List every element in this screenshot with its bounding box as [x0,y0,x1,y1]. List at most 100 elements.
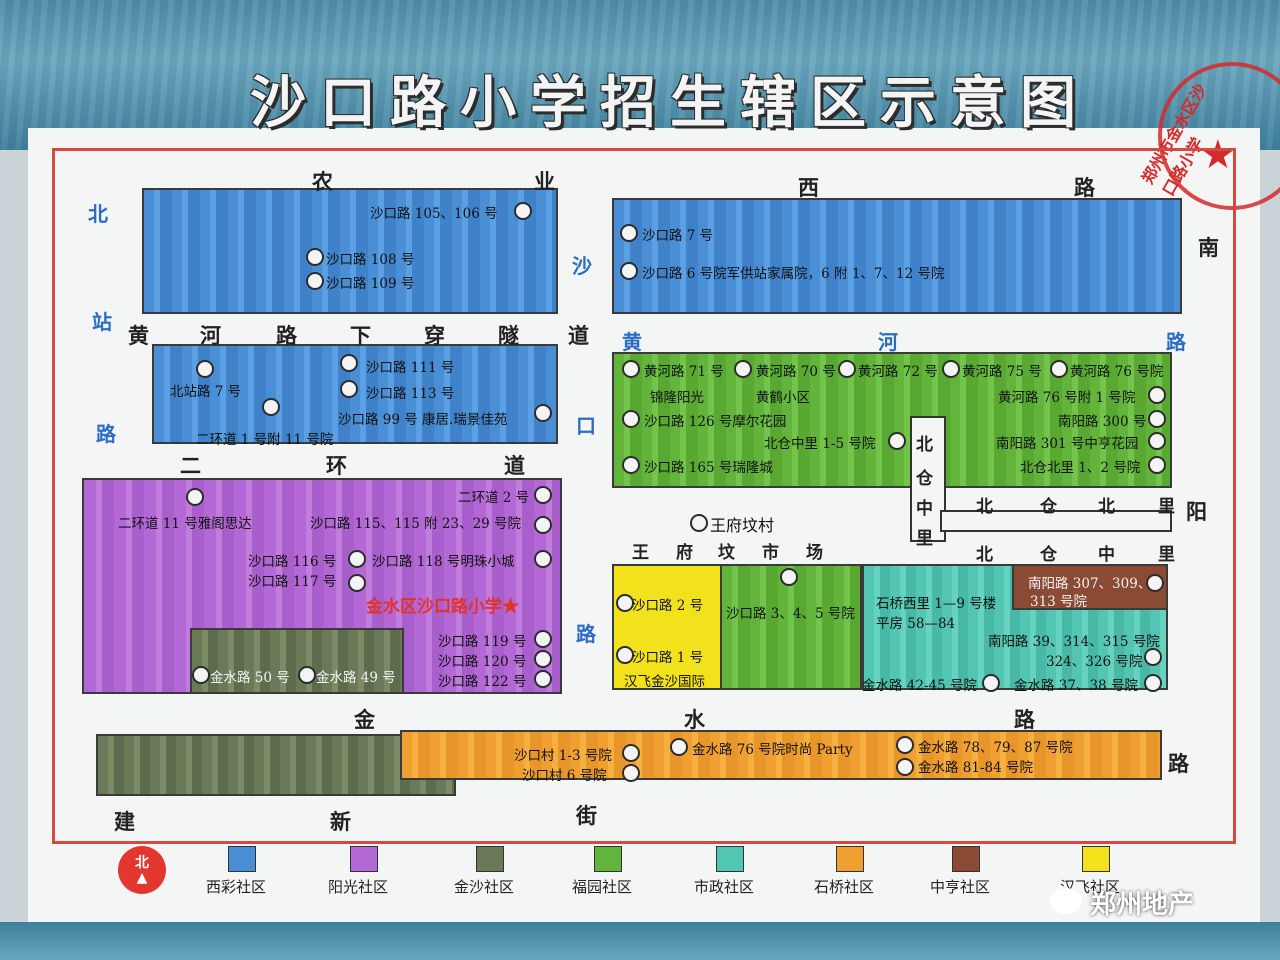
marker-dot[interactable] [982,674,1000,692]
label-skc13: 沙口村 1-3 号院 [514,748,612,764]
marker-dot[interactable] [534,486,552,504]
block-xicai-north[interactable] [142,188,558,314]
road-beicang-bl-4: 里 [1158,497,1175,517]
marker-dot[interactable] [616,646,634,664]
label-s122: 沙口路 122 号 [438,674,527,690]
legend-label: 西彩社区 [206,878,267,896]
marker-dot[interactable] [620,262,638,280]
label-s109: 沙口路 109 号 [326,276,415,292]
marker-dot[interactable] [942,360,960,378]
page-title: 沙口路小学招生辖区示意图 [250,70,1090,136]
label-hh70: 黄河路 70 号 [756,364,836,380]
marker-dot[interactable] [534,550,552,568]
road-huanghe-tunnel-5: 穿 [424,323,445,348]
marker-dot[interactable] [1144,674,1162,692]
label-s345: 沙口路 3、4、5 号院 [726,606,855,622]
bottom-band [0,922,1280,960]
marker-dot[interactable] [298,666,316,684]
label-wfwc: 王府坟村 [710,516,775,535]
marker-dot[interactable] [622,764,640,782]
marker-dot[interactable] [186,488,204,506]
marker-dot[interactable] [514,202,532,220]
marker-dot[interactable] [348,574,366,592]
block-jinsha-south[interactable] [96,734,456,796]
marker-dot[interactable] [534,404,552,422]
marker-dot[interactable] [896,736,914,754]
marker-dot[interactable] [340,354,358,372]
road-erhuan-3: 道 [504,453,525,478]
label-bcbl: 北仓北里 1、2 号院 [1020,460,1141,476]
block-xicai-east[interactable] [612,198,1182,314]
road-beicang-zl-4: 里 [916,529,933,549]
road-huanghe-tunnel-1: 黄 [128,323,149,348]
label-s115: 沙口路 115、115 附 23、29 号院 [310,516,522,532]
marker-dot[interactable] [1148,410,1166,428]
marker-dot[interactable] [192,666,210,684]
map-frame [52,148,1236,844]
marker-dot[interactable] [340,380,358,398]
marker-dot[interactable] [1148,432,1166,450]
block-shiqiao[interactable] [400,730,1162,780]
block-zhongheng[interactable] [1012,564,1168,610]
label-s118: 沙口路 118 号明珠小城 [372,554,515,570]
marker-dot[interactable] [1050,360,1068,378]
marker-dot[interactable] [534,630,552,648]
marker-dot[interactable] [622,410,640,428]
block-beicang-strip [940,510,1172,532]
label-ny307a: 南阳路 307、309、 [1028,576,1152,592]
marker-dot[interactable] [734,360,752,378]
marker-dot[interactable] [622,456,640,474]
road-jianxin-3: 街 [576,803,597,828]
label-skc6: 沙口村 6 号院 [522,768,607,784]
marker-dot[interactable] [1144,648,1162,666]
marker-dot[interactable] [534,670,552,688]
marker-dot[interactable] [622,744,640,762]
marker-dot[interactable] [1148,386,1166,404]
label-js49: 金水路 49 号 [316,670,396,686]
label-hh75: 黄河路 75 号 [962,364,1042,380]
road-wangfu-2: 府 [676,543,693,563]
marker-dot[interactable] [838,360,856,378]
label-s1: 沙口路 1 号 [632,650,704,666]
legend-label: 福园社区 [572,878,633,896]
legend-label: 市政社区 [694,878,755,896]
marker-dot[interactable] [1148,456,1166,474]
road-beicang-zl2-2: 仓 [1040,545,1057,565]
north-compass: 北 ▲ [118,846,166,894]
road-beicang-zl-1: 北 [916,435,933,455]
road-huanghe-tunnel-6: 隧 [498,323,519,348]
road-kou: 口 [576,414,596,438]
block-jinsha-inner[interactable] [190,628,404,694]
marker-dot[interactable] [896,758,914,776]
marker-dot[interactable] [534,650,552,668]
marker-dot[interactable] [616,594,634,612]
label-ehd11: 二环道 11 号雅阁思达 [118,516,252,532]
marker-dot[interactable] [348,550,366,568]
marker-dot[interactable] [196,360,214,378]
road-beicang-zl-3: 中 [916,499,933,519]
road-jinshui-1: 金 [354,707,375,732]
school-marker[interactable]: 金水区沙口路小学★ [366,597,519,617]
marker-dot[interactable] [622,360,640,378]
marker-dot[interactable] [888,432,906,450]
road-erhuan-1: 二 [180,453,201,478]
road-wangfu-1: 王 [632,543,649,563]
marker-dot[interactable] [670,738,688,756]
road-beicang-bl-3: 北 [1098,497,1115,517]
marker-dot[interactable] [690,514,708,532]
marker-dot[interactable] [306,272,324,290]
marker-dot[interactable] [1146,574,1164,592]
road-jinshui-2: 水 [684,707,705,732]
block-fuyuan[interactable] [612,352,1172,488]
label-ny39b: 324、326 号院 [1046,654,1143,670]
label-hh71: 黄河路 71 号 [644,364,724,380]
label-s126: 沙口路 126 号摩尔花园 [644,414,787,430]
marker-dot[interactable] [780,568,798,586]
label-ehd2: 二环道 2 号 [458,490,530,506]
marker-dot[interactable] [620,224,638,242]
label-pf: 平房 58—84 [876,616,956,632]
marker-dot[interactable] [306,248,324,266]
marker-dot[interactable] [262,398,280,416]
marker-dot[interactable] [534,516,552,534]
legend-swatch [1082,846,1110,872]
